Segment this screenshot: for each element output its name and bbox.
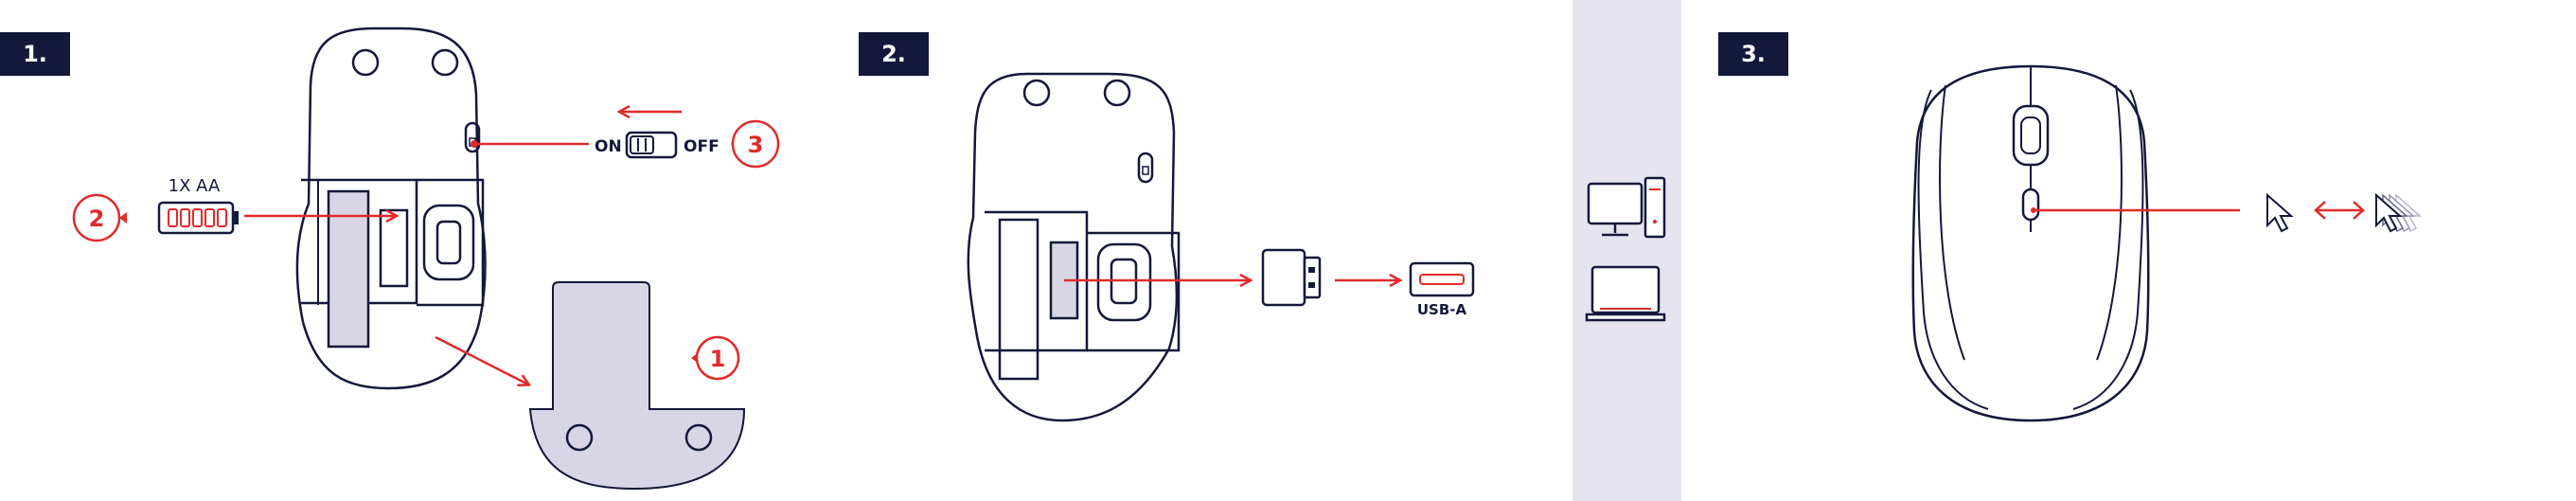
cursor-icon [2267, 195, 2291, 231]
callout-switch: 3 [731, 121, 778, 167]
double-arrow-icon [2316, 202, 2363, 219]
mouse-bottom-icon [297, 28, 486, 388]
power-switch-icon [627, 133, 676, 157]
mouse-bottom-icon [968, 74, 1179, 420]
mouse-top-icon [1913, 66, 2148, 420]
callout-battery: 2 [74, 195, 127, 241]
usb-port-label: USB-A [1417, 301, 1467, 318]
laptop-icon [1587, 267, 1664, 320]
device-panel [1572, 0, 1681, 501]
battery-icon [159, 203, 239, 233]
battery-label: 1X AA [169, 176, 221, 196]
usb-port-icon [1411, 263, 1473, 295]
callout-battery-number: 2 [89, 206, 105, 232]
callout-cover: 1 [691, 337, 738, 379]
switch-on-label: ON [595, 137, 622, 156]
usb-receiver-icon [1263, 250, 1320, 305]
switch-off-label: OFF [684, 137, 720, 156]
battery-cover-icon [530, 282, 744, 489]
cursor-motion-icon [2376, 195, 2420, 231]
callout-switch-number: 3 [748, 132, 764, 158]
callout-cover-number: 1 [710, 346, 726, 372]
